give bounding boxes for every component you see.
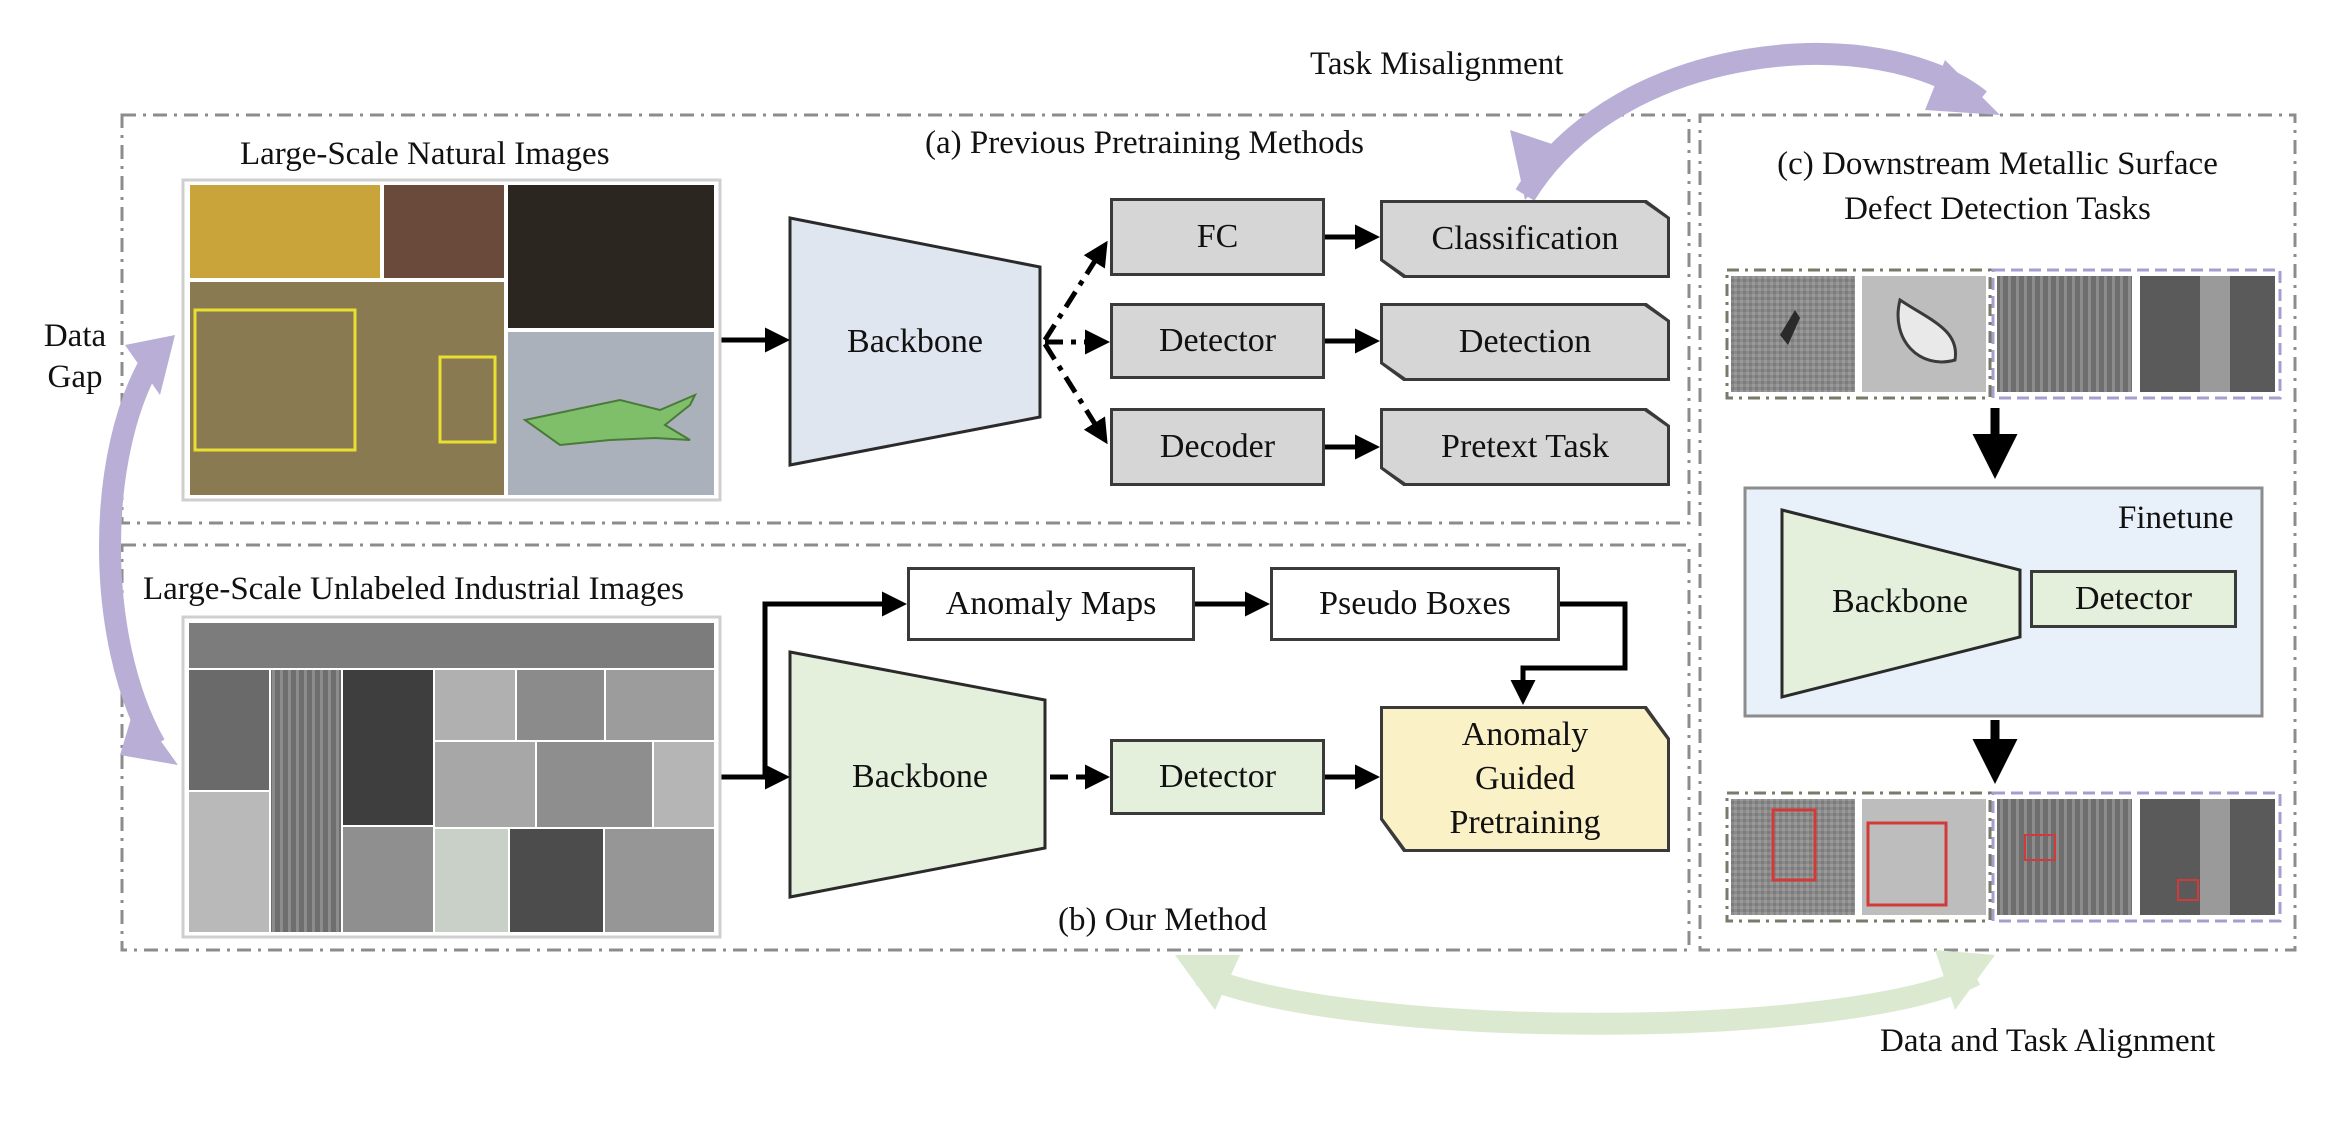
result-img-4-highlight bbox=[2200, 799, 2230, 915]
alignment-arrowhead-left bbox=[1175, 955, 1240, 1010]
detection-box: Detection bbox=[1380, 303, 1670, 381]
data-gap-arrow bbox=[99, 349, 165, 751]
downstream-strip-right-border bbox=[1991, 268, 2282, 400]
backbone-a-label: Backbone bbox=[847, 323, 983, 360]
panel-b-border bbox=[120, 543, 1691, 952]
industrial-img-m bbox=[510, 829, 603, 932]
panel-b-title: (b) Our Method bbox=[1058, 902, 1267, 938]
finetune-label: Finetune bbox=[2118, 500, 2234, 536]
anomaly-guided-text: Anomaly Guided Pretraining bbox=[1383, 709, 1667, 849]
industrial-img-i bbox=[435, 742, 535, 827]
arrow-boxes-to-output bbox=[1510, 601, 1628, 705]
result-img-4-box bbox=[2177, 879, 2199, 901]
result-strip-right-border bbox=[1991, 791, 2282, 923]
result-img-2 bbox=[1862, 799, 1986, 915]
anomaly-guided-pretraining-box: Anomaly Guided Pretraining bbox=[1380, 706, 1670, 852]
downstream-img-4-highlight bbox=[2200, 276, 2230, 392]
natural-images-label: Large-Scale Natural Images bbox=[240, 136, 610, 172]
natural-img-night bbox=[508, 185, 714, 328]
backbone-b-shape bbox=[788, 650, 1047, 899]
downstream-img-1-defect bbox=[1780, 310, 1800, 345]
panel-c-title-line-1: (c) Downstream Metallic Surface bbox=[1777, 146, 2218, 182]
dash-backbone-to-fc bbox=[1042, 240, 1108, 342]
industrial-img-k bbox=[654, 742, 714, 827]
data-gap-arrowhead-bottom bbox=[120, 705, 178, 765]
panel-a-title: (a) Previous Pretraining Methods bbox=[925, 125, 1365, 161]
industrial-img-c bbox=[271, 670, 341, 932]
data-task-alignment-label: Data and Task Alignment bbox=[1880, 1023, 2216, 1059]
task-misalignment-arrowhead-left bbox=[1510, 130, 1570, 200]
industrial-img-l bbox=[435, 829, 508, 932]
industrial-img-d bbox=[343, 670, 433, 825]
industrial-img-b bbox=[189, 792, 269, 932]
anomaly-maps-box: Anomaly Maps bbox=[907, 567, 1195, 641]
fox-box-2 bbox=[438, 355, 497, 444]
downstream-img-3 bbox=[1997, 276, 2132, 392]
alignment-arrowhead-right bbox=[1935, 950, 1995, 1010]
result-img-3 bbox=[1997, 799, 2132, 915]
classification-label: Classification bbox=[1383, 203, 1667, 275]
result-img-2-box bbox=[1866, 821, 1948, 907]
industrial-img-f bbox=[435, 670, 515, 740]
natural-img-fox bbox=[190, 282, 504, 495]
backbone-c-label: Backbone bbox=[1832, 583, 1968, 620]
industrial-img-j bbox=[537, 742, 652, 827]
backbone-a-shape bbox=[788, 216, 1042, 467]
panel-a-border bbox=[120, 113, 1691, 525]
task-misalignment-arrowhead-right bbox=[1925, 60, 2000, 115]
arrow-split-to-anomaly-maps bbox=[762, 591, 907, 777]
data-gap-label: Data Gap bbox=[35, 316, 115, 399]
data-gap-line-1: Data bbox=[43, 318, 107, 354]
industrial-img-a bbox=[189, 670, 269, 790]
detector-b-box: Detector bbox=[1110, 739, 1325, 815]
result-img-3-box bbox=[2024, 834, 2056, 861]
downstream-img-1 bbox=[1731, 276, 1855, 392]
downstream-strip-left-border bbox=[1725, 268, 1992, 400]
dash-backbone-to-decoder bbox=[1042, 342, 1108, 445]
detector-c-box: Detector bbox=[2030, 570, 2237, 628]
industrial-img-top bbox=[189, 623, 714, 668]
pseudo-boxes-box: Pseudo Boxes bbox=[1270, 567, 1560, 641]
result-img-1-box bbox=[1771, 808, 1817, 882]
industrial-img-n bbox=[605, 829, 714, 932]
fox-box-1 bbox=[193, 308, 357, 452]
panel-c-title-line-2: Defect Detection Tasks bbox=[1844, 190, 2151, 227]
natural-img-desk bbox=[384, 185, 504, 278]
data-gap-line-2: Gap bbox=[47, 359, 103, 396]
task-misalignment-label: Task Misalignment bbox=[1310, 46, 1564, 82]
task-misalignment-arrow bbox=[1515, 43, 1987, 201]
industrial-img-h bbox=[606, 670, 714, 740]
jet-silhouette bbox=[522, 393, 698, 447]
industrial-img-e bbox=[343, 827, 433, 932]
backbone-c-shape bbox=[1780, 508, 2022, 699]
detector-a-box: Detector bbox=[1110, 303, 1325, 379]
natural-img-bananas bbox=[190, 185, 380, 278]
result-strip-left-border bbox=[1725, 791, 1992, 923]
anomaly-guided-line-1: Anomaly bbox=[1461, 715, 1589, 753]
industrial-img-g bbox=[517, 670, 604, 740]
downstream-img-2-defect bbox=[1896, 297, 1957, 364]
detection-label: Detection bbox=[1383, 306, 1667, 378]
panel-c-border bbox=[1698, 113, 2297, 952]
industrial-images-label: Large-Scale Unlabeled Industrial Images bbox=[143, 571, 684, 607]
fc-box: FC bbox=[1110, 198, 1325, 276]
pretext-task-box: Pretext Task bbox=[1380, 408, 1670, 486]
pretext-task-label: Pretext Task bbox=[1383, 411, 1667, 483]
backbone-b-label: Backbone bbox=[852, 758, 988, 795]
classification-box: Classification bbox=[1380, 200, 1670, 278]
data-gap-arrowhead-top bbox=[125, 335, 175, 395]
alignment-arrow bbox=[1195, 964, 1981, 1035]
panel-c-title: (c) Downstream Metallic Surface Defect D… bbox=[1710, 142, 2285, 231]
result-img-1 bbox=[1731, 799, 1855, 915]
anomaly-guided-line-2: Guided bbox=[1474, 759, 1576, 797]
anomaly-guided-line-3: Pretraining bbox=[1449, 804, 1601, 842]
decoder-box: Decoder bbox=[1110, 408, 1325, 486]
